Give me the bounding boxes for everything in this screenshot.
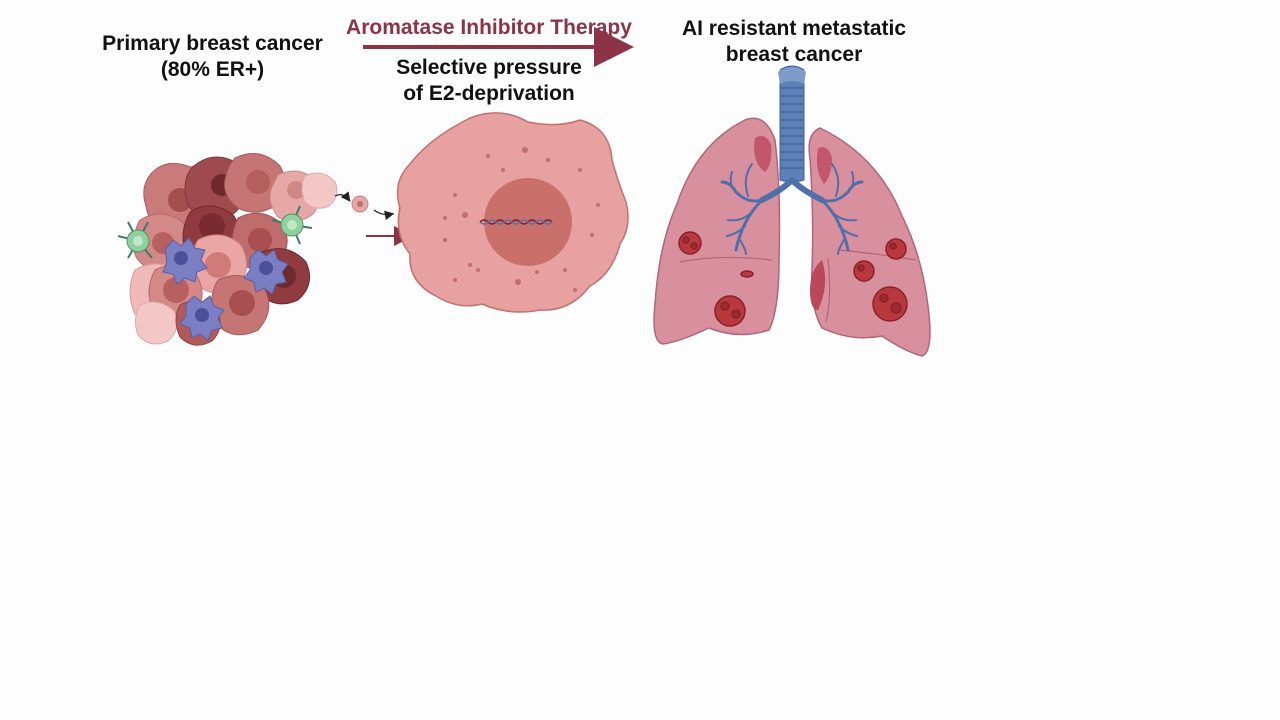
immune-cell-blue: [179, 295, 225, 341]
selective-pressure-label: Selective pressure of E2-deprivation: [380, 55, 598, 107]
primary-tumor-label-line1: Primary breast cancer: [102, 32, 323, 55]
bronchi: [720, 163, 864, 255]
circulating-tumor-cell: [351, 195, 369, 213]
trachea: [778, 65, 806, 183]
lungs: [653, 65, 931, 357]
immune-cell-blue: [243, 249, 289, 295]
selective-pressure-label-line2: of E2-deprivation: [403, 82, 575, 105]
metastasis-nodule: [885, 238, 907, 260]
metastasis-nodule: [714, 295, 746, 327]
metastatic-label: AI resistant metastatic breast cancer: [668, 16, 920, 68]
immune-cell-blue: [162, 237, 208, 285]
metastasis-nodule: [872, 286, 908, 322]
right-lung: [808, 127, 931, 357]
primary-tumor-cluster: [117, 153, 338, 346]
therapy-label: Aromatase Inhibitor Therapy: [346, 16, 632, 39]
selective-pressure-label-line1: Selective pressure: [396, 56, 582, 79]
left-lung: [653, 117, 781, 345]
metastasis-nodule: [678, 231, 702, 255]
lung-metastases: [678, 231, 908, 327]
dna-strand: [479, 219, 553, 225]
primary-tumor-label: Primary breast cancer (80% ER+): [80, 31, 345, 83]
metastatic-label-line2: breast cancer: [725, 43, 863, 66]
selected-cancer-cell: [396, 112, 629, 313]
immune-cell-green: [271, 205, 313, 245]
shed-arrow: [373, 209, 395, 221]
tumor-cell: [134, 301, 178, 345]
cytoplasm-granules: [443, 147, 600, 292]
metastatic-label-line1: AI resistant metastatic: [681, 17, 907, 40]
immune-cell-green: [117, 221, 153, 259]
metastasis-nodule: [740, 270, 754, 278]
tumor-cell: [301, 172, 338, 209]
metastasis-nodule: [853, 260, 875, 282]
shed-arrow: [334, 191, 351, 202]
primary-tumor-label-line2: (80% ER+): [160, 58, 265, 81]
